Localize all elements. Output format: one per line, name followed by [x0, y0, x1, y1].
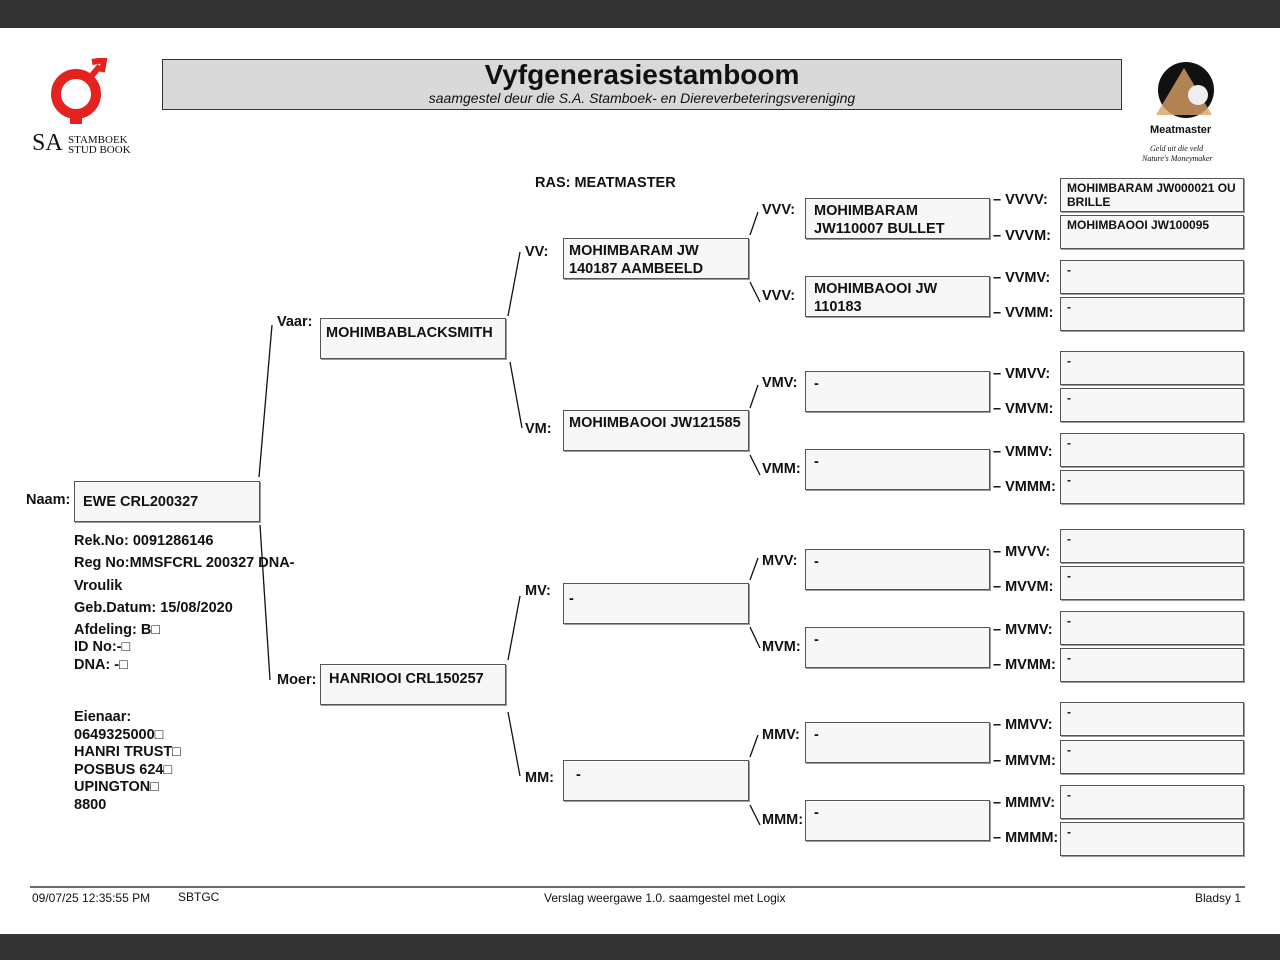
- naam-label: Naam:: [26, 492, 71, 508]
- owner-line: HANRI TRUST□: [74, 744, 182, 760]
- footer-page: Bladsy 1: [1195, 891, 1242, 905]
- g5-label: – MVVM:: [993, 579, 1054, 595]
- owner-line: UPINGTON□: [74, 779, 160, 795]
- vaar-label: Vaar:: [277, 314, 313, 330]
- moer-label: Moer:: [277, 672, 317, 688]
- mm-label: MM:: [525, 770, 554, 786]
- vv-label: VV:: [525, 244, 549, 260]
- g5-label: – MVMV:: [993, 622, 1053, 638]
- g5-label: – MMVM:: [993, 753, 1056, 769]
- g5-box[interactable]: -: [1060, 702, 1244, 736]
- g4-box[interactable]: -: [805, 800, 990, 841]
- g5-box[interactable]: -: [1060, 566, 1244, 600]
- footer-timestamp: 09/07/25 12:35:55 PM: [32, 891, 151, 905]
- g5-label: – MVMM:: [993, 657, 1056, 673]
- g5-label: – MMMM:: [993, 830, 1059, 846]
- g5-box[interactable]: -: [1060, 297, 1244, 331]
- vv-box[interactable]: MOHIMBARAM JW 140187 AAMBEELD: [563, 238, 749, 279]
- sire-box[interactable]: MOHIMBABLACKSMITH: [320, 318, 506, 359]
- g5-box[interactable]: -: [1060, 470, 1244, 504]
- vm-box[interactable]: MOHIMBAOOI JW121585: [563, 410, 749, 451]
- g4-label: VVV:: [762, 288, 796, 304]
- g5-box[interactable]: MOHIMBARAM JW000021 OU BRILLE: [1060, 178, 1244, 212]
- g4-box[interactable]: -: [805, 371, 990, 412]
- g5-label: – VVVM:: [993, 228, 1052, 244]
- sa-studbook-logo: SA STAMBOEK STUD BOOK: [30, 58, 135, 158]
- g5-box[interactable]: -: [1060, 785, 1244, 819]
- g4-label: MMM:: [762, 812, 804, 828]
- g5-box[interactable]: -: [1060, 611, 1244, 645]
- g4-box[interactable]: MOHIMBARAM JW110007 BULLET: [805, 198, 990, 239]
- g5-label: – MMMV:: [993, 795, 1056, 811]
- g5-label: – VMVM:: [993, 401, 1054, 417]
- mv-box[interactable]: -: [563, 583, 749, 624]
- mm-box[interactable]: -: [563, 760, 749, 801]
- owner-label: Eienaar:: [74, 709, 132, 725]
- title-box: Vyfgenerasiestamboom saamgestel deur die…: [162, 59, 1122, 110]
- footer-code: SBTGC: [178, 890, 220, 904]
- afdeling: Afdeling: B□: [74, 622, 161, 638]
- g4-label: MVV:: [762, 553, 798, 569]
- logo-line2: STUD BOOK: [68, 144, 131, 156]
- meatmaster-logo: Meatmaster Geld uit die veld Nature's Mo…: [1140, 60, 1220, 168]
- g5-label: – VVMV:: [993, 270, 1051, 286]
- g5-label: – VMMV:: [993, 444, 1053, 460]
- g4-label: VMM:: [762, 461, 801, 477]
- rek-no: Rek.No: 0091286146: [74, 533, 214, 549]
- owner-line: 0649325000□: [74, 726, 164, 743]
- page-title: Vyfgenerasiestamboom: [484, 59, 800, 90]
- g4-box[interactable]: -: [805, 549, 990, 590]
- g5-box[interactable]: -: [1060, 740, 1244, 774]
- g5-label: – VVVV:: [993, 192, 1048, 208]
- reg-no: Reg No:MMSFCRL 200327 DNA-: [74, 555, 295, 571]
- g5-label: – MVVV:: [993, 544, 1051, 560]
- owner-line: POSBUS 624□: [74, 761, 173, 778]
- logo-sa: SA: [32, 130, 63, 156]
- g4-box[interactable]: -: [805, 627, 990, 668]
- logo-tag1: Geld uit die veld: [1150, 144, 1204, 153]
- sex: Vroulik: [74, 578, 123, 594]
- g5-box[interactable]: -: [1060, 351, 1244, 385]
- dna: DNA: -□: [74, 657, 128, 673]
- g4-box[interactable]: MOHIMBAOOI JW 110183: [805, 276, 990, 317]
- footer-report: Verslag weergawe 1.0. saamgestel met Log…: [544, 891, 786, 905]
- g5-box[interactable]: -: [1060, 648, 1244, 682]
- g4-label: MMV:: [762, 727, 800, 743]
- g4-label: MVM:: [762, 639, 801, 655]
- g5-label: – VMVV:: [993, 366, 1051, 382]
- g5-box[interactable]: MOHIMBAOOI JW100095: [1060, 215, 1244, 249]
- g5-box[interactable]: -: [1060, 433, 1244, 467]
- mv-label: MV:: [525, 583, 551, 599]
- logo-tag2: Nature's Moneymaker: [1142, 154, 1213, 163]
- g4-box[interactable]: -: [805, 722, 990, 763]
- g5-label: – VMMM:: [993, 479, 1056, 495]
- g5-label: – VVMM:: [993, 305, 1054, 321]
- owner-line: 8800: [74, 796, 107, 813]
- g5-box[interactable]: -: [1060, 388, 1244, 422]
- birth-date: Geb.Datum: 15/08/2020: [74, 600, 233, 616]
- g4-label: VMV:: [762, 375, 798, 391]
- g5-label: – MMVV:: [993, 717, 1053, 733]
- vm-label: VM:: [525, 421, 552, 437]
- id-no: ID No:-□: [74, 639, 131, 655]
- g4-label: VVV:: [762, 202, 796, 218]
- bottom-bar: [0, 934, 1280, 960]
- logo-line1: STAMBOEK: [68, 134, 128, 146]
- dam-box[interactable]: HANRIOOI CRL150257: [320, 664, 506, 705]
- g5-box[interactable]: -: [1060, 260, 1244, 294]
- g4-box[interactable]: -: [805, 449, 990, 490]
- g5-box[interactable]: -: [1060, 529, 1244, 563]
- breed-label: RAS: MEATMASTER: [535, 175, 676, 191]
- owner-block: Eienaar: 0649325000□ HANRI TRUST□ POSBUS…: [74, 709, 181, 814]
- page-subtitle: saamgestel deur die S.A. Stamboek- en Di…: [428, 90, 856, 106]
- animal-name-box[interactable]: EWE CRL200327: [74, 481, 260, 522]
- g5-box[interactable]: -: [1060, 822, 1244, 856]
- logo-brand: Meatmaster: [1150, 124, 1212, 136]
- top-bar: [0, 0, 1280, 28]
